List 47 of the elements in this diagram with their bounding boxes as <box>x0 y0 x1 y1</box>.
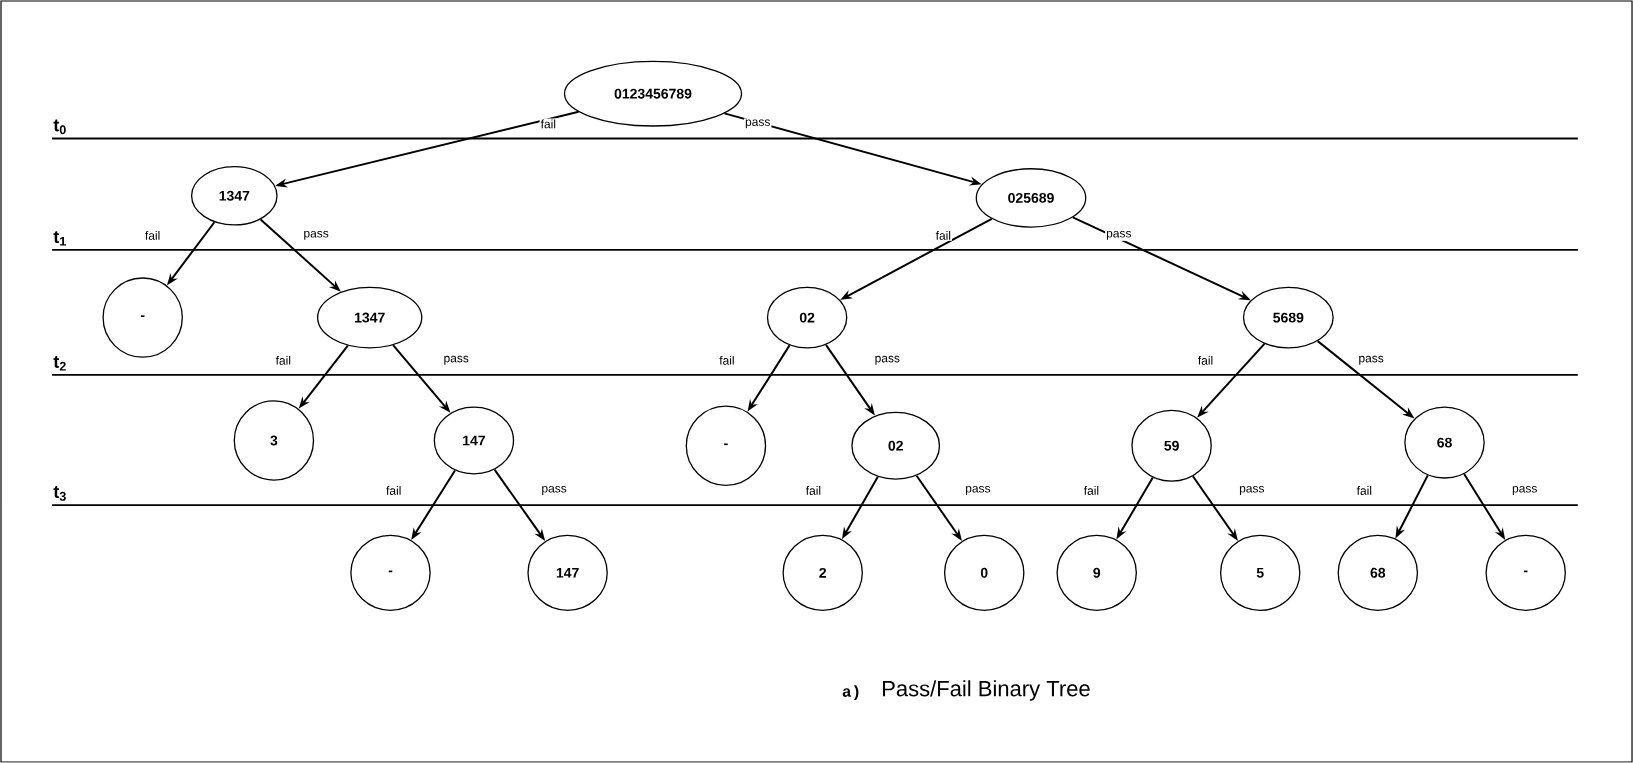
edge-label: pass <box>1105 229 1133 241</box>
edge-label: fail <box>804 485 823 496</box>
edge-label: fail <box>143 230 162 241</box>
level-label: t$_{3}$ <box>53 486 66 501</box>
tree-node: 59 <box>1131 409 1212 482</box>
tree-node: 147 <box>527 534 608 611</box>
level-label: t$_{0}$ <box>53 119 66 135</box>
tree-node: - <box>102 277 183 358</box>
tree-node: 0 <box>943 534 1025 611</box>
tree-node: 0123456789 <box>563 60 743 127</box>
tree-node: 02 <box>851 411 941 480</box>
tree-node: 025689 <box>975 168 1087 228</box>
edge-label: fail <box>539 118 557 130</box>
caption: Pass/Fail Binary Tree <box>883 680 1090 701</box>
edge-label: pass <box>744 118 772 130</box>
level-label: t$_{2}$ <box>53 356 66 371</box>
edge-label: pass <box>540 485 568 496</box>
tree-node: 9 <box>1056 534 1137 611</box>
edge-label: fail <box>274 354 292 366</box>
tree-node: 2 <box>782 534 863 611</box>
edge-label: pass <box>442 354 470 366</box>
edge-label: fail <box>1355 485 1373 496</box>
tree-node: 68 <box>1337 534 1419 611</box>
edge-label: fail <box>1082 485 1101 496</box>
edge-label: pass <box>1511 485 1539 496</box>
edge-label: fail <box>934 230 952 241</box>
tree-node: 1347 <box>317 286 423 349</box>
tree-node: 5 <box>1219 534 1301 611</box>
tree-node: - <box>685 405 767 486</box>
edge-label: pass <box>1357 354 1385 366</box>
tree-node: 1347 <box>190 166 278 226</box>
tree-node: 68 <box>1404 406 1485 479</box>
edge-label: pass <box>1238 485 1266 496</box>
tree-node: - <box>350 534 431 611</box>
edge-label: pass <box>302 229 330 241</box>
tree-node: 3 <box>233 400 315 481</box>
level-label: t$_{1}$ <box>53 231 66 246</box>
edge-label: pass <box>873 354 901 366</box>
panel-letter: a) <box>842 685 859 701</box>
edge-label: fail <box>385 485 403 496</box>
edge-label: fail <box>1196 354 1215 366</box>
tree-node: 02 <box>766 286 848 349</box>
edge-label: pass <box>964 485 992 496</box>
edge-label: fail <box>718 354 736 366</box>
tree-node: - <box>1485 534 1566 611</box>
tree-node: 5689 <box>1242 286 1334 349</box>
tree-node: 147 <box>433 406 515 475</box>
